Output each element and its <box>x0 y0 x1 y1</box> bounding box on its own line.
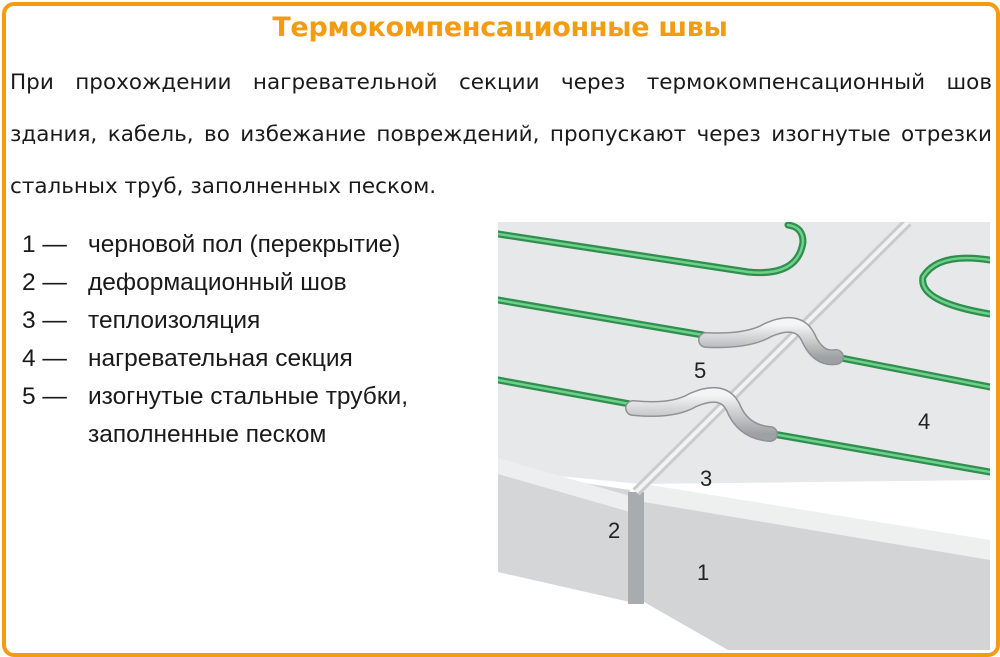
expansion-joint-illustration: 5 4 3 2 1 <box>494 218 994 650</box>
legend-item-5: 5 —изогнутые стальные трубки, <box>22 383 409 410</box>
label-2: 2 <box>608 518 620 543</box>
paragraph-line-1: При прохождении нагревательной секции че… <box>10 70 992 95</box>
floor-diagram-icon: 5 4 3 2 1 <box>494 218 994 650</box>
legend-item-2: 2 —деформационный шов <box>22 269 347 296</box>
legend-item-1: 1 —черновой пол (перекрытие) <box>22 231 401 258</box>
label-3: 3 <box>700 466 712 491</box>
paragraph-line-2: здания, кабель, во избежание повреждений… <box>10 122 992 147</box>
legend-item-4: 4 —нагревательная секция <box>22 345 353 372</box>
figure-legend: 1 —черновой пол (перекрытие) 2 —деформац… <box>22 226 408 454</box>
label-5: 5 <box>694 358 706 383</box>
label-4: 4 <box>918 409 930 434</box>
legend-item-3: 3 —теплоизоляция <box>22 307 261 334</box>
legend-item-5-continuation: заполненные песком <box>88 421 327 448</box>
label-1: 1 <box>697 560 709 585</box>
paragraph-line-3: стальных труб, заполненных песком. <box>10 174 437 199</box>
page-title: Термокомпенсационные швы <box>272 12 728 43</box>
